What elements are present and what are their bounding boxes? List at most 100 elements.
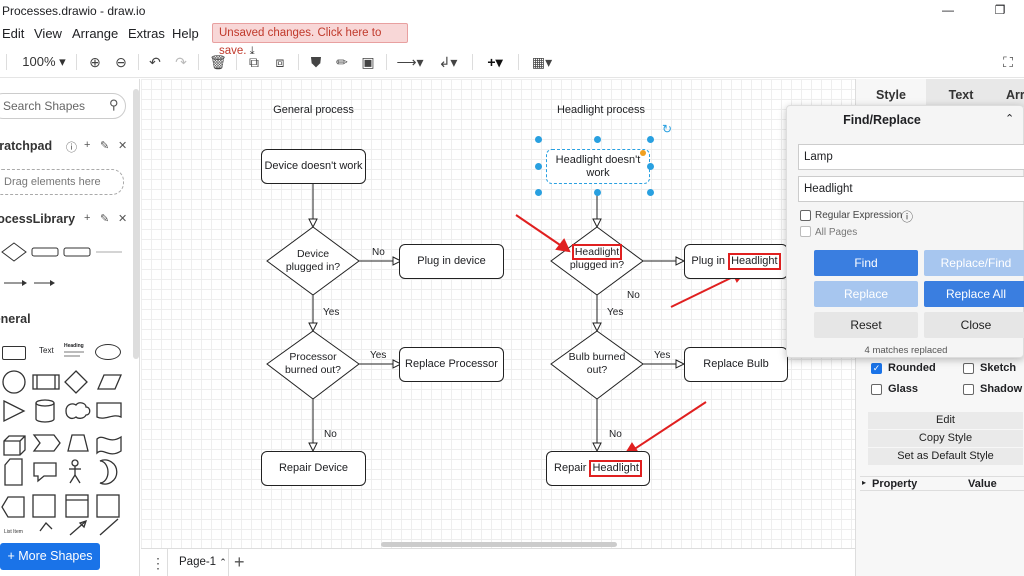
node-plug-in-device[interactable]: Plug in device [399, 244, 504, 279]
selection-handle[interactable] [594, 136, 601, 143]
node-plug-in-headlight[interactable]: Plug in Headlight [684, 244, 788, 279]
edge-label-no[interactable]: No [627, 290, 640, 301]
shape-text[interactable]: Text [39, 346, 54, 355]
edge-label-yes[interactable]: Yes [607, 307, 624, 318]
node-repair-headlight[interactable]: Repair Headlight [546, 451, 650, 486]
line-color-icon[interactable]: ✏ [336, 54, 348, 70]
library-title[interactable]: ProcessLibrary [0, 212, 76, 226]
tab-style[interactable]: Style [876, 88, 906, 102]
node-repair-device[interactable]: Repair Device [261, 451, 366, 486]
selection-handle[interactable] [594, 189, 601, 196]
find-button[interactable]: Find [814, 250, 918, 276]
canvas-horizontal-scrollbar[interactable] [381, 542, 617, 547]
tab-text[interactable]: Text [926, 79, 996, 107]
node-headlight-plugged-in[interactable]: Headlight plugged in? [559, 244, 635, 272]
edit-icon[interactable]: ✎ [100, 140, 110, 152]
shape-ellipse[interactable] [95, 344, 121, 360]
menu-edit[interactable]: Edit [2, 26, 25, 41]
selection-handle[interactable] [647, 189, 654, 196]
collapse-icon[interactable]: ⌃ [1005, 113, 1015, 125]
redo-icon[interactable]: ↷ [175, 54, 187, 70]
page-menu-icon[interactable]: ⋮ [151, 555, 165, 571]
waypoints-icon[interactable]: ↲▾ [438, 54, 458, 70]
more-shapes-button[interactable]: + More Shapes [0, 543, 100, 570]
diagram-canvas[interactable]: General process Headlight process [141, 79, 855, 548]
zoom-out-icon[interactable]: ⊖ [115, 54, 127, 70]
connection-icon[interactable]: ⟶▾ [396, 54, 424, 70]
to-front-icon[interactable]: ⧉ [249, 54, 259, 70]
menu-view[interactable]: View [34, 26, 62, 41]
restore-icon[interactable]: ❐ [994, 3, 1006, 17]
node-replace-processor[interactable]: Replace Processor [399, 347, 504, 382]
tab-arrange[interactable]: Arrange [996, 79, 1024, 107]
selection-handle[interactable] [647, 163, 654, 170]
replace-find-button[interactable]: Replace/Find [924, 250, 1024, 276]
edit-icon[interactable]: ✎ [100, 213, 110, 225]
edit-style-button[interactable]: Edit [868, 412, 1023, 429]
edge-label-yes[interactable]: Yes [323, 307, 340, 318]
add-page-icon[interactable]: + [234, 552, 245, 572]
add-icon[interactable]: + [84, 212, 91, 224]
minimize-icon[interactable]: — [942, 3, 954, 17]
zoom-select[interactable]: 100% ▾ [22, 54, 66, 69]
shape-heading[interactable]: Heading [64, 343, 86, 361]
expand-icon[interactable]: ▸ [862, 478, 867, 487]
edge-label-yes[interactable]: Yes [654, 350, 671, 361]
general-shapes-grid[interactable]: List Item [0, 367, 134, 537]
replace-input[interactable]: Headlight [798, 176, 1024, 202]
shape-rectangle[interactable] [2, 346, 26, 360]
general-title[interactable]: General [0, 312, 31, 326]
headlight-process-title[interactable]: Headlight process [556, 104, 646, 116]
tab-page-1[interactable]: Page-1 ⌃ [167, 549, 229, 576]
menu-help[interactable]: Help [172, 26, 199, 41]
selection-handle[interactable] [535, 189, 542, 196]
edge-label-no[interactable]: No [324, 429, 337, 440]
glass-checkbox[interactable] [871, 384, 882, 395]
edge-label-no[interactable]: No [609, 429, 622, 440]
copy-style-button[interactable]: Copy Style [868, 430, 1023, 447]
fullscreen-icon[interactable]: ⛶ [1003, 54, 1013, 70]
close-icon[interactable]: ✕ [118, 140, 128, 152]
edge-label-yes[interactable]: Yes [370, 350, 387, 361]
add-icon[interactable]: + [84, 139, 91, 151]
scratchpad-title[interactable]: Scratchpad [0, 139, 53, 153]
table-icon[interactable]: ▦▾ [531, 54, 553, 70]
replace-button[interactable]: Replace [814, 281, 918, 307]
unsaved-changes-button[interactable]: Unsaved changes. Click here to save. ⤓ [212, 23, 408, 57]
menu-extras[interactable]: Extras [128, 26, 165, 41]
close-icon[interactable]: ✕ [118, 213, 128, 225]
help-icon[interactable]: ⓘ [901, 210, 914, 224]
fill-color-icon[interactable]: ⛊ [310, 54, 322, 70]
undo-icon[interactable]: ↶ [149, 54, 161, 70]
node-headlight-doesnt-work[interactable]: Headlight doesn't work [546, 149, 650, 184]
scratchpad-dropzone[interactable]: Drag elements here [0, 169, 124, 195]
rotate-icon[interactable]: ↻ [662, 122, 673, 136]
help-icon[interactable]: ⓘ [66, 142, 77, 154]
edge-label-no[interactable]: No [372, 247, 385, 258]
node-replace-bulb[interactable]: Replace Bulb [684, 347, 788, 382]
reset-button[interactable]: Reset [814, 312, 918, 338]
delete-icon[interactable]: 🗑 [209, 54, 227, 70]
shadow-checkbox[interactable] [963, 384, 974, 395]
node-processor-burned-out[interactable]: Processor burned out? [284, 351, 342, 376]
node-bulb-burned-out[interactable]: Bulb burned out? [568, 351, 626, 376]
selection-handle[interactable] [535, 136, 542, 143]
node-device-doesnt-work[interactable]: Device doesn't work [261, 149, 366, 184]
shadow-icon[interactable]: ▣ [361, 54, 375, 70]
set-default-style-button[interactable]: Set as Default Style [868, 448, 1023, 465]
rounding-handle[interactable] [640, 150, 646, 156]
sidebar-scrollbar[interactable] [133, 89, 139, 359]
all-pages-checkbox[interactable] [800, 226, 811, 237]
replace-all-button[interactable]: Replace All [924, 281, 1024, 307]
find-input[interactable]: Lamp [798, 144, 1024, 170]
insert-icon[interactable]: +▾ [487, 54, 503, 70]
selection-handle[interactable] [535, 163, 542, 170]
search-shapes-input[interactable]: Search Shapes ⚲ [0, 93, 126, 119]
close-button[interactable]: Close [924, 312, 1024, 338]
selection-handle[interactable] [647, 136, 654, 143]
node-device-plugged-in[interactable]: Device plugged in? [285, 248, 341, 273]
regex-checkbox[interactable] [800, 210, 811, 221]
rounded-checkbox[interactable]: ✓ [871, 363, 882, 374]
menu-arrange[interactable]: Arrange [72, 26, 119, 41]
general-process-title[interactable]: General process [273, 104, 354, 116]
